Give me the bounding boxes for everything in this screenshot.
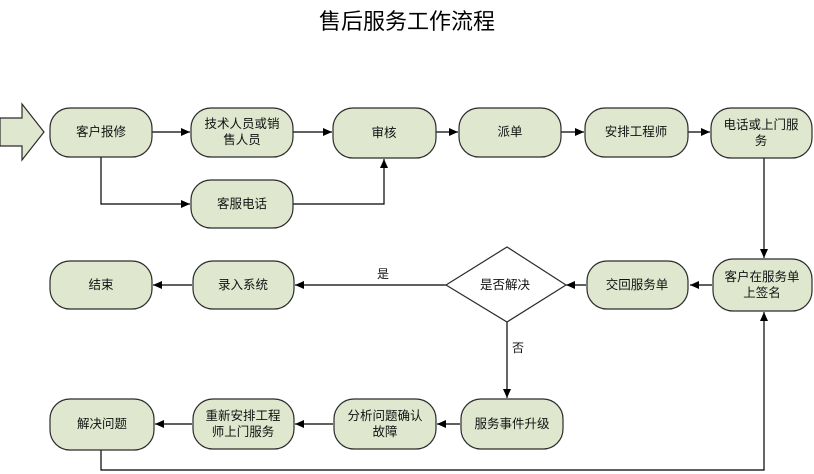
node-resolved-decision: 是否解决 <box>444 246 568 323</box>
svg-text:客户报修: 客户报修 <box>76 124 127 139</box>
svg-text:是否解决: 是否解决 <box>480 277 531 292</box>
node-escalate: 服务事件升级 <box>460 398 564 450</box>
node-label-line: 结束 <box>88 277 114 292</box>
node-label-line: 客户报修 <box>76 124 127 139</box>
start-arrow <box>0 102 45 162</box>
svg-text:审核: 审核 <box>371 125 397 140</box>
node-label-line: 故障 <box>372 424 397 439</box>
node-solve: 解决问题 <box>49 398 155 451</box>
node-record-system: 录入系统 <box>192 260 295 310</box>
page-title: 售后服务工作流程 <box>318 10 495 35</box>
svg-text:客服电话: 客服电话 <box>217 196 267 211</box>
node-phone-or-onsite: 电话或上门服务 <box>710 107 813 159</box>
node-assign-engineer: 安排工程师 <box>584 107 689 158</box>
node-service-phone: 客服电话 <box>190 179 294 229</box>
svg-text:录入系统: 录入系统 <box>218 277 268 292</box>
svg-text:分析问题确认故障: 分析问题确认故障 <box>347 408 423 439</box>
node-customer-sign: 客户在服务单上签名 <box>712 258 813 312</box>
svg-text:交回服务单: 交回服务单 <box>606 277 669 292</box>
node-end: 结束 <box>49 260 153 310</box>
node-analyze: 分析问题确认故障 <box>333 398 437 450</box>
svg-text:技术人员或销售人员: 技术人员或销售人员 <box>204 116 279 147</box>
edges <box>100 128 768 471</box>
svg-text:电话或上门服务: 电话或上门服务 <box>723 117 799 148</box>
svg-text:结束: 结束 <box>88 277 114 292</box>
edge-report-to-phone <box>100 157 190 208</box>
edge-label-no: 否 <box>512 341 524 355</box>
node-return-form: 交回服务单 <box>586 260 689 310</box>
node-label-line: 重新安排工程 <box>205 408 281 423</box>
node-label-line: 解决问题 <box>77 416 128 431</box>
node-label-line: 上签名 <box>743 285 781 300</box>
svg-text:重新安排工程师上门服务: 重新安排工程师上门服务 <box>205 408 281 439</box>
svg-text:解决问题: 解决问题 <box>77 416 128 431</box>
node-label-line: 分析问题确认 <box>347 408 423 423</box>
node-label-line: 售人员 <box>223 132 261 147</box>
node-label-line: 审核 <box>371 125 397 140</box>
svg-text:客户在服务单上签名: 客户在服务单上签名 <box>724 269 799 300</box>
node-label-line: 务 <box>755 133 768 148</box>
node-label-line: 是否解决 <box>480 277 531 292</box>
node-label-line: 师上门服务 <box>212 424 275 439</box>
node-customer-report: 客户报修 <box>49 107 153 158</box>
node-dispatch: 派单 <box>458 107 562 158</box>
node-tech-sales: 技术人员或销售人员 <box>190 107 294 158</box>
node-reassign: 重新安排工程师上门服务 <box>192 398 295 450</box>
node-label-line: 录入系统 <box>218 277 268 292</box>
node-label-line: 客户在服务单 <box>724 269 799 284</box>
node-label-line: 客服电话 <box>217 196 267 211</box>
edge-solve-to-sign <box>100 312 768 471</box>
svg-text:服务事件升级: 服务事件升级 <box>474 416 550 431</box>
node-label-line: 技术人员或销 <box>204 116 279 131</box>
node-review: 审核 <box>332 107 437 159</box>
node-label-line: 交回服务单 <box>606 277 669 292</box>
node-label-line: 电话或上门服 <box>723 117 799 132</box>
svg-text:派单: 派单 <box>497 124 522 139</box>
node-label-line: 安排工程师 <box>605 124 668 139</box>
node-label-line: 服务事件升级 <box>474 416 550 431</box>
edge-phone-to-review <box>293 159 388 205</box>
edge-label-yes: 是 <box>377 267 389 281</box>
svg-text:安排工程师: 安排工程师 <box>605 124 668 139</box>
node-label-line: 派单 <box>497 124 522 139</box>
